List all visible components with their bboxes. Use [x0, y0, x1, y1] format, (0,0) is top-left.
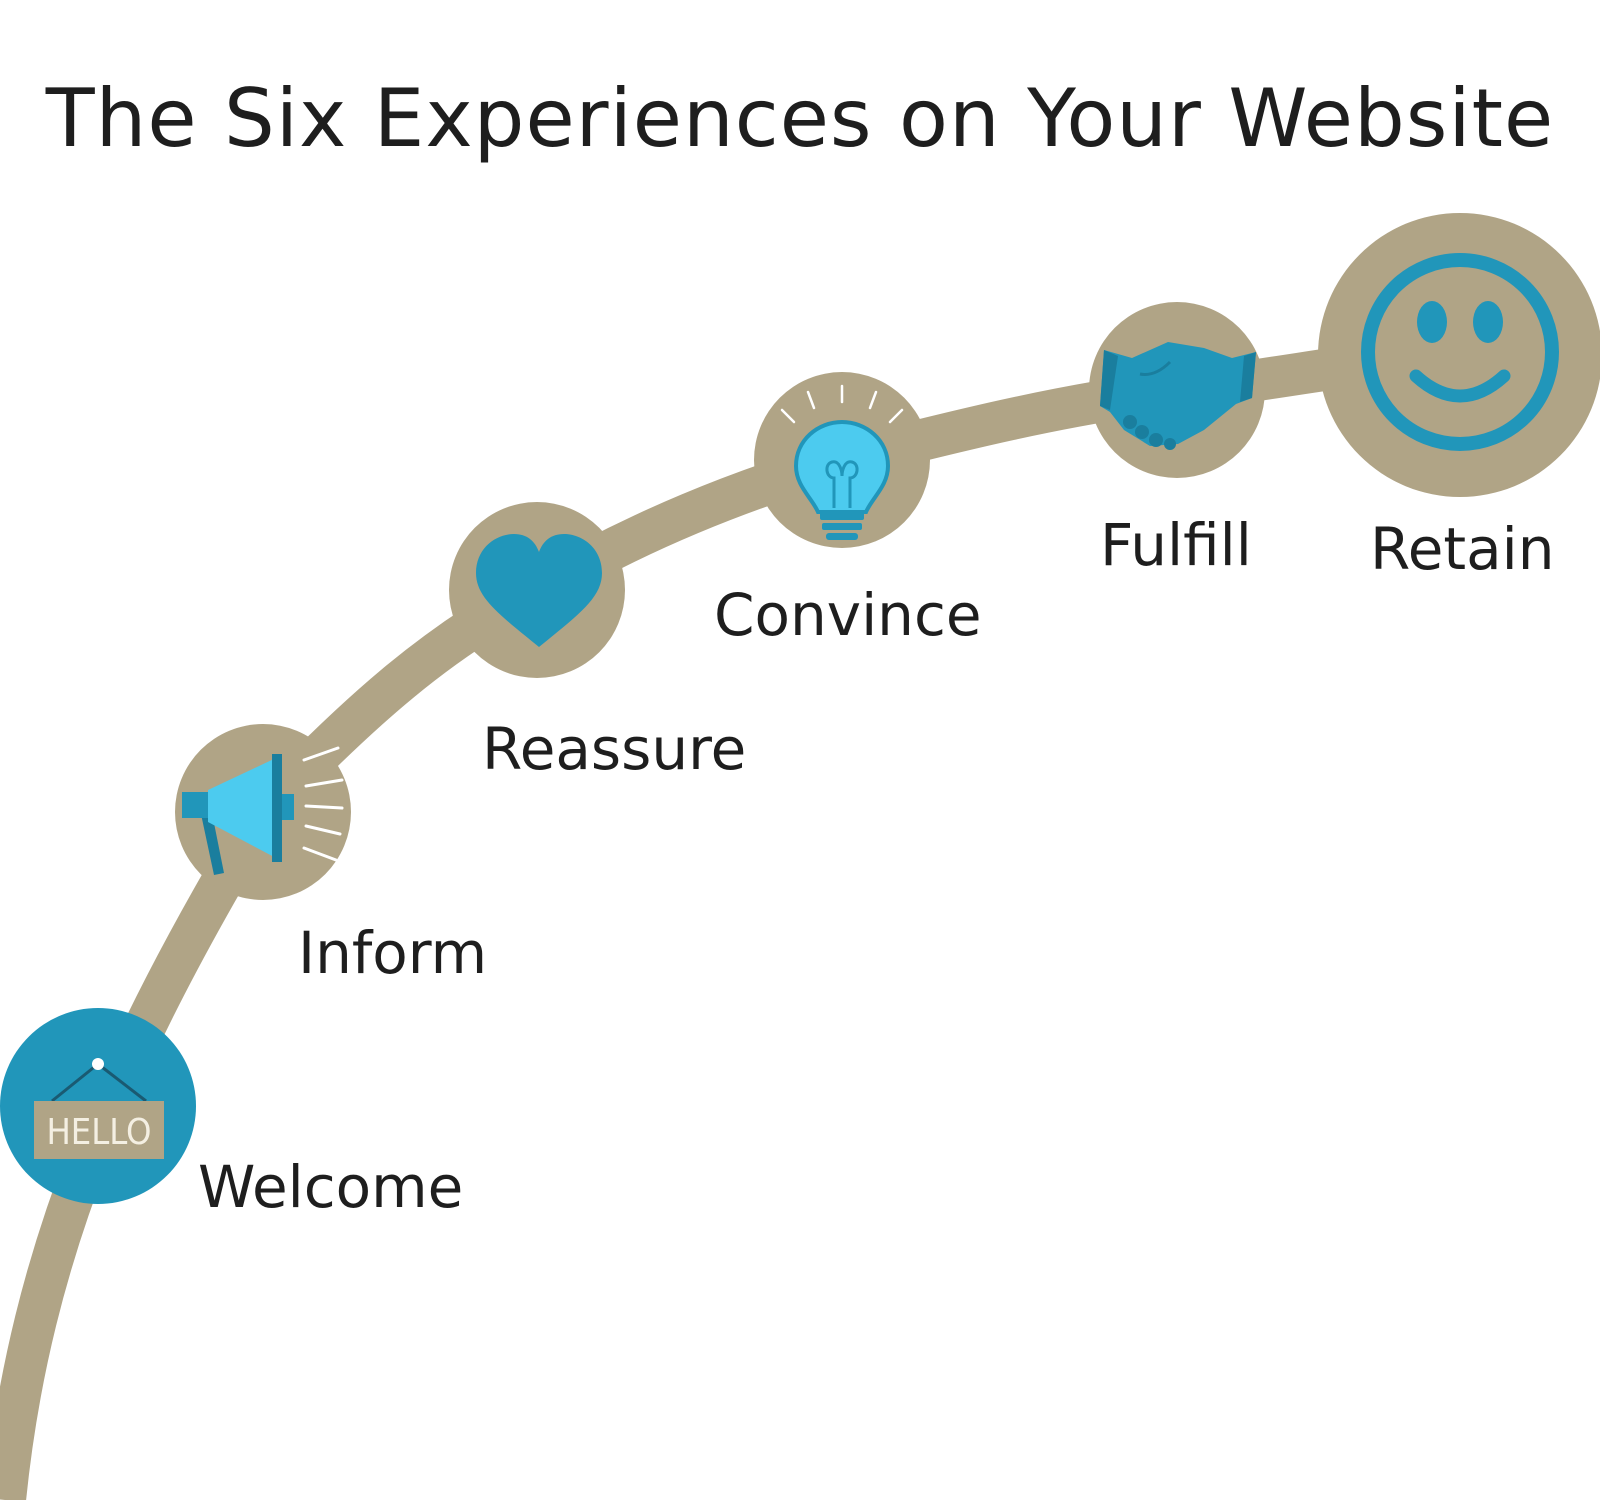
stage-label-reassure: Reassure	[482, 715, 747, 783]
inform-node	[175, 724, 351, 900]
lightbulb-icon	[780, 384, 904, 540]
handshake-icon	[1100, 342, 1256, 450]
fulfill-node	[1089, 302, 1265, 478]
heart-icon	[476, 534, 602, 647]
stage-label-inform: Inform	[298, 919, 488, 987]
smiley-icon	[1361, 253, 1559, 451]
convince-node	[754, 372, 930, 548]
megaphone-icon	[182, 746, 344, 875]
stage-label-welcome: Welcome	[198, 1153, 464, 1221]
stage-label-fulfill: Fulfill	[1100, 511, 1252, 579]
retain-node	[1318, 213, 1600, 497]
stage-label-retain: Retain	[1370, 515, 1555, 583]
diagram-title: The Six Experiences on Your Website	[45, 72, 1555, 165]
hello-sign-icon: HELLO	[34, 1058, 164, 1159]
reassure-node	[449, 502, 625, 678]
welcome-node: HELLO	[0, 1008, 196, 1204]
hello-sign-text: HELLO	[46, 1112, 151, 1153]
stage-label-convince: Convince	[714, 581, 982, 649]
